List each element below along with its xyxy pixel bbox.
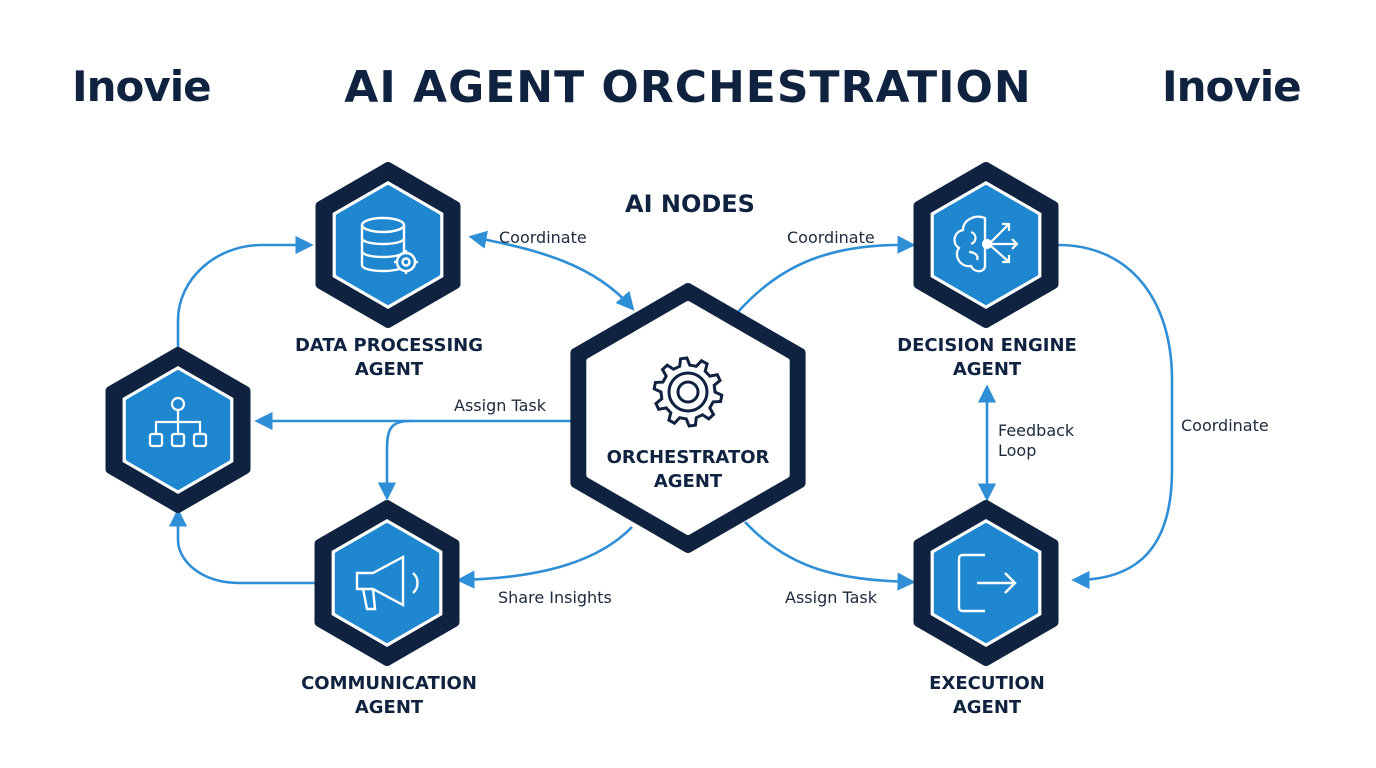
execution-label-line2: AGENT <box>952 697 1022 718</box>
orchestrator-label-line2: AGENT <box>653 471 723 492</box>
communication-label-line1: COMMUNICATION <box>301 673 477 694</box>
connectors <box>168 230 1174 591</box>
edge-share-insights <box>456 526 633 589</box>
data-processing-label-line2: AGENT <box>354 359 424 380</box>
section-title: AI NODES <box>625 190 755 218</box>
edge-coordinate-left <box>468 230 635 311</box>
edge-workflow-to-data <box>176 235 314 348</box>
orchestrator-label: ORCHESTRATOR AGENT <box>558 446 818 494</box>
edge-coordinate-right <box>1057 243 1174 590</box>
gear-icon <box>652 356 724 428</box>
data-processing-label: DATA PROCESSING AGENT <box>259 334 519 382</box>
communication-label-line2: AGENT <box>354 697 424 718</box>
decision-engine-label-line1: DECISION ENGINE <box>897 335 1077 356</box>
exit-arrow-icon <box>957 553 1017 613</box>
feedback-label-line1: Feedback <box>998 421 1075 440</box>
edge-label-assign-task-left: Assign Task <box>454 396 546 415</box>
feedback-label-line2: Loop <box>998 441 1037 460</box>
orchestrator-node[interactable] <box>570 283 806 553</box>
decision-engine-label-line2: AGENT <box>952 359 1022 380</box>
edge-label-coordinate-right: Coordinate <box>1181 416 1269 435</box>
logo-left-text: Inovie <box>72 62 212 111</box>
communication-label: COMMUNICATION AGENT <box>259 672 519 720</box>
logo-left: Inovie <box>72 62 212 111</box>
edge-label-share-insights: Share Insights <box>498 588 612 607</box>
orchestrator-label-line1: ORCHESTRATOR <box>606 447 770 468</box>
edge-label-assign-task-right: Assign Task <box>785 588 877 607</box>
edge-label-feedback-loop: Feedback Loop <box>998 421 1074 461</box>
hierarchy-icon <box>148 396 208 448</box>
communication-node[interactable] <box>314 500 460 666</box>
edge-coordinate-top-right <box>737 235 916 313</box>
edge-assign-task-branch <box>377 419 411 501</box>
page-title: AI AGENT ORCHESTRATION <box>344 62 1032 113</box>
logo-right-text: Inovie <box>1162 62 1302 111</box>
edge-assign-task-right <box>744 521 916 591</box>
edge-label-coordinate-left: Coordinate <box>499 228 587 247</box>
logo-right: Inovie <box>1162 62 1302 111</box>
database-settings-icon <box>360 216 418 274</box>
edge-label-coordinate-top-right: Coordinate <box>787 228 875 247</box>
execution-label-line1: EXECUTION <box>929 673 1045 694</box>
execution-label: EXECUTION AGENT <box>857 672 1117 720</box>
edge-communication-to-workflow <box>168 508 315 585</box>
brain-decision-icon <box>953 215 1019 273</box>
decision-engine-label: DECISION ENGINE AGENT <box>857 334 1117 382</box>
data-processing-label-line1: DATA PROCESSING <box>294 335 484 356</box>
megaphone-icon <box>355 555 419 611</box>
